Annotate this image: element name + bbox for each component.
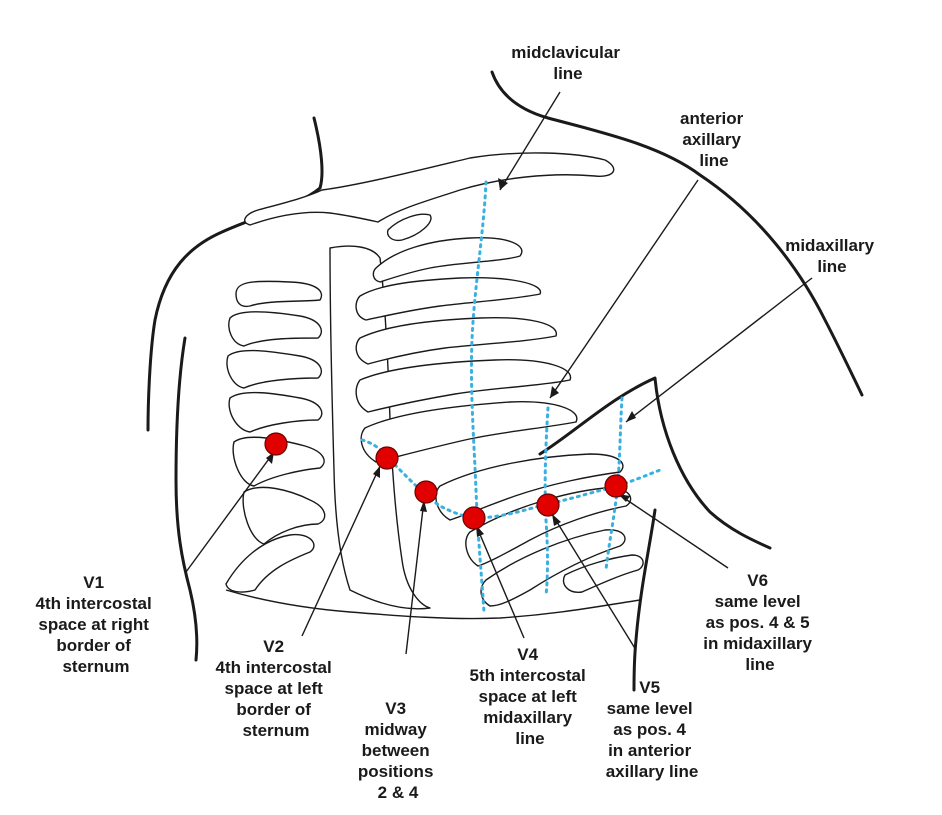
v2-desc-line-3: border of	[236, 700, 311, 719]
left-shoulder-outline	[492, 72, 862, 395]
v3-leader	[406, 500, 424, 654]
costal-margin	[226, 590, 640, 619]
anterior-axillary-label-line-2: axillary	[682, 130, 741, 149]
v6-desc-line-2: as pos. 4 & 5	[706, 613, 810, 632]
v3-label: V3 midway between positions 2 & 4	[358, 699, 438, 802]
v2-name: V2	[263, 637, 284, 656]
anterior-axillary-label-line-3: line	[699, 151, 728, 170]
neck-left-outline	[314, 118, 322, 188]
anterior-axillary-label: anterior axillary line	[680, 109, 748, 170]
v1-name: V1	[83, 573, 104, 592]
v5-label: V5 same level as pos. 4 in anterior axil…	[606, 678, 699, 781]
midaxillary-label-line-1: midaxillary	[785, 236, 874, 255]
v2-desc-line-2: space at left	[225, 679, 324, 698]
electrode-v1	[265, 433, 287, 455]
midaxillary-leader	[626, 278, 812, 422]
midaxillary-label: midaxillary line	[785, 236, 879, 276]
rib-right-4	[229, 393, 322, 432]
right-shoulder-outline	[148, 188, 320, 430]
v3-name: V3	[385, 699, 406, 718]
anterior-axillary-leader	[550, 180, 698, 398]
v4-label: V4 5th intercostal space at left midaxil…	[470, 645, 591, 748]
right-arm-outline	[176, 338, 197, 660]
midaxillary-leader-arrow	[626, 411, 636, 422]
v5-desc-line-4: axillary line	[606, 762, 699, 781]
v6-label: V6 same level as pos. 4 & 5 in midaxilla…	[703, 571, 816, 674]
ribcage	[226, 153, 643, 619]
v3-desc-line-4: 2 & 4	[378, 783, 419, 802]
v4-desc-line-2: space at left	[479, 687, 578, 706]
v3-desc-line-1: midway	[364, 720, 427, 739]
v1-desc-line-4: sternum	[62, 657, 129, 676]
v1-desc-line-2: space at right	[38, 615, 149, 634]
v1-desc-line-1: 4th intercostal	[36, 594, 152, 613]
rib-right-6	[243, 487, 325, 544]
midclavicular-label-line-2: line	[553, 64, 582, 83]
midclavicular-label-line-1: midclavicular	[511, 43, 620, 62]
v5-desc-line-3: in anterior	[608, 741, 692, 760]
electrode-v5	[537, 494, 559, 516]
v2-desc-line-1: 4th intercostal	[216, 658, 332, 677]
v3-desc-line-3: positions	[358, 762, 434, 781]
electrode-v4	[463, 507, 485, 529]
electrode-v6	[605, 475, 627, 497]
v4-desc-line-1: 5th intercostal	[470, 666, 586, 685]
v2-desc-line-4: sternum	[242, 721, 309, 740]
v6-name: V6	[747, 571, 768, 590]
rib-left-2	[356, 278, 540, 320]
v6-desc-line-4: line	[745, 655, 774, 674]
v6-desc-line-1: same level	[715, 592, 801, 611]
v5-desc-line-2: as pos. 4	[613, 720, 686, 739]
v5-desc-line-1: same level	[607, 699, 693, 718]
electrode-v2	[376, 447, 398, 469]
midclavicular-label: midclavicular line	[511, 43, 624, 83]
v4-name: V4	[517, 645, 538, 664]
v4-desc-line-3: midaxillary	[483, 708, 572, 727]
v2-label: V2 4th intercostal space at left border …	[216, 637, 337, 740]
v1-label: V1 4th intercostal space at right border…	[36, 573, 157, 676]
electrode-v3	[415, 481, 437, 503]
v5-name: V5	[639, 678, 660, 697]
rib-right-7	[226, 535, 314, 592]
v4-desc-line-4: line	[515, 729, 544, 748]
v6-desc-line-3: in midaxillary	[703, 634, 812, 653]
sternum-notch	[388, 214, 431, 240]
anterior-axillary-label-line-1: anterior	[680, 109, 744, 128]
rib-right-1	[236, 281, 321, 306]
v1-desc-line-3: border of	[56, 636, 131, 655]
midaxillary-label-line-2: line	[817, 257, 846, 276]
v3-desc-line-2: between	[362, 741, 430, 760]
rib-right-3	[227, 351, 321, 388]
rib-left-1	[373, 238, 521, 282]
rib-right-2	[229, 312, 322, 346]
